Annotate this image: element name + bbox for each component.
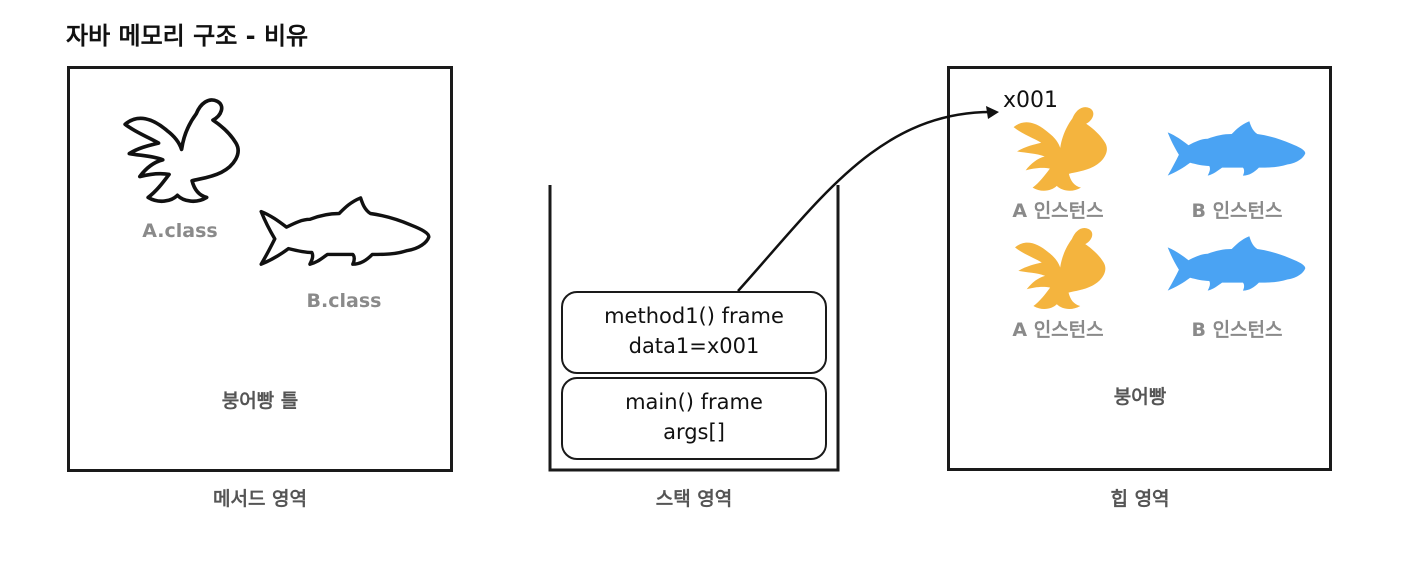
heap-instance-label: A 인스턴스 bbox=[1012, 319, 1104, 341]
goldfish-icon bbox=[1013, 107, 1107, 191]
reference-arrowhead bbox=[986, 106, 999, 119]
heap-area-box bbox=[947, 66, 1332, 471]
stack-area-caption: 스택 영역 bbox=[655, 488, 733, 510]
method-area-inner-label: 붕어빵 틀 bbox=[221, 390, 299, 412]
frame-main-title: main() frame bbox=[625, 390, 763, 414]
heap-area-caption: 힙 영역 bbox=[1110, 488, 1170, 510]
goldfish-outline-icon bbox=[125, 100, 238, 201]
heap-instance-label: A 인스턴스 bbox=[1012, 200, 1104, 222]
frame-method1-var: data1=x001 bbox=[628, 334, 760, 358]
trout-outline-icon bbox=[259, 196, 431, 266]
goldfish-icon bbox=[1015, 227, 1106, 309]
trout-icon bbox=[1167, 121, 1306, 176]
heap-instance-label: B 인스턴스 bbox=[1191, 319, 1283, 341]
trout-icon bbox=[1167, 236, 1306, 291]
frame-main-var: args[] bbox=[663, 420, 725, 444]
stack-area-container bbox=[548, 185, 840, 472]
heap-area-inner-label: 붕어빵 bbox=[1113, 386, 1167, 408]
a-class-label: A.class bbox=[142, 220, 218, 242]
frame-method1-title: method1() frame bbox=[604, 304, 784, 328]
heap-reference-label: x001 bbox=[1003, 88, 1059, 113]
diagram-title: 자바 메모리 구조 - 비유 bbox=[66, 22, 309, 50]
stack-frame-main: main() frame args[] bbox=[561, 377, 827, 460]
b-class-label: B.class bbox=[306, 290, 382, 312]
method-area-box bbox=[67, 66, 453, 472]
reference-arrow bbox=[737, 110, 996, 292]
stack-frame-method1: method1() frame data1=x001 bbox=[561, 291, 827, 374]
method-area-caption: 메서드 영역 bbox=[212, 488, 307, 510]
heap-instance-label: B 인스턴스 bbox=[1191, 200, 1283, 222]
